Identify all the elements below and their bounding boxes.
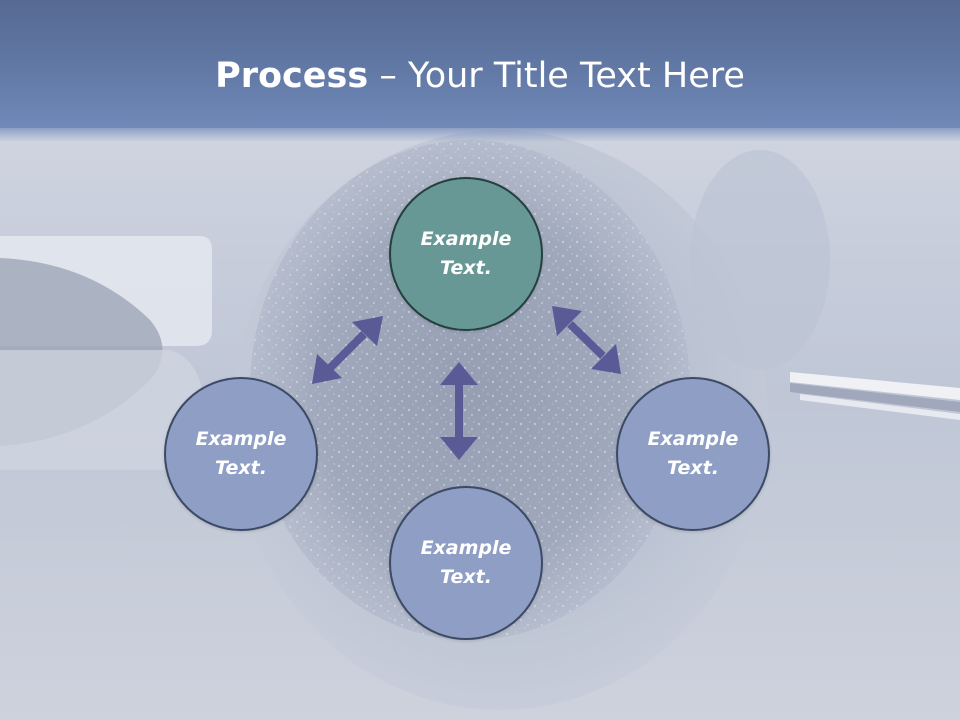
polar-body <box>690 150 830 370</box>
arrow-top-left-head-inner <box>312 354 342 384</box>
arrow-top-right-head-inner <box>591 344 621 374</box>
arrow-top-right <box>552 306 621 374</box>
node-left-line1: Example <box>195 428 287 450</box>
arrow-center-vertical <box>440 362 478 460</box>
egg-speckle <box>250 140 690 640</box>
arrow-top-right-head-outer <box>552 306 582 336</box>
arrow-top-left <box>312 316 383 384</box>
title-bold: Process <box>215 56 369 96</box>
injection-needle <box>790 372 960 400</box>
node-top[interactable]: Example Text. <box>389 177 543 331</box>
node-right-line2: Text. <box>667 457 719 479</box>
holding-pipette-shadow <box>0 350 205 470</box>
node-right[interactable]: Example Text. <box>616 377 770 531</box>
title-bar <box>0 0 960 142</box>
title-separator: – <box>379 56 397 96</box>
injection-needle-lower <box>800 394 960 420</box>
node-left[interactable]: Example Text. <box>164 377 318 531</box>
title-rest: Your Title Text Here <box>407 56 745 96</box>
node-top-line1: Example <box>420 228 512 250</box>
arrow-center-head-up <box>440 362 478 385</box>
arrow-top-left-head-outer <box>352 316 383 346</box>
node-left-line2: Text. <box>215 457 267 479</box>
arrow-top-left-shaft <box>327 331 367 371</box>
slide-title: Process – Your Title Text Here <box>0 54 960 98</box>
node-bottom[interactable]: Example Text. <box>389 486 543 640</box>
node-bottom-line2: Text. <box>440 566 492 588</box>
arrow-center-head-down <box>440 437 478 460</box>
injection-needle-edge <box>790 383 960 412</box>
node-right-line1: Example <box>647 428 739 450</box>
arrow-top-right-shaft <box>567 321 606 359</box>
node-top-line2: Text. <box>440 257 492 279</box>
node-bottom-line1: Example <box>420 537 512 559</box>
